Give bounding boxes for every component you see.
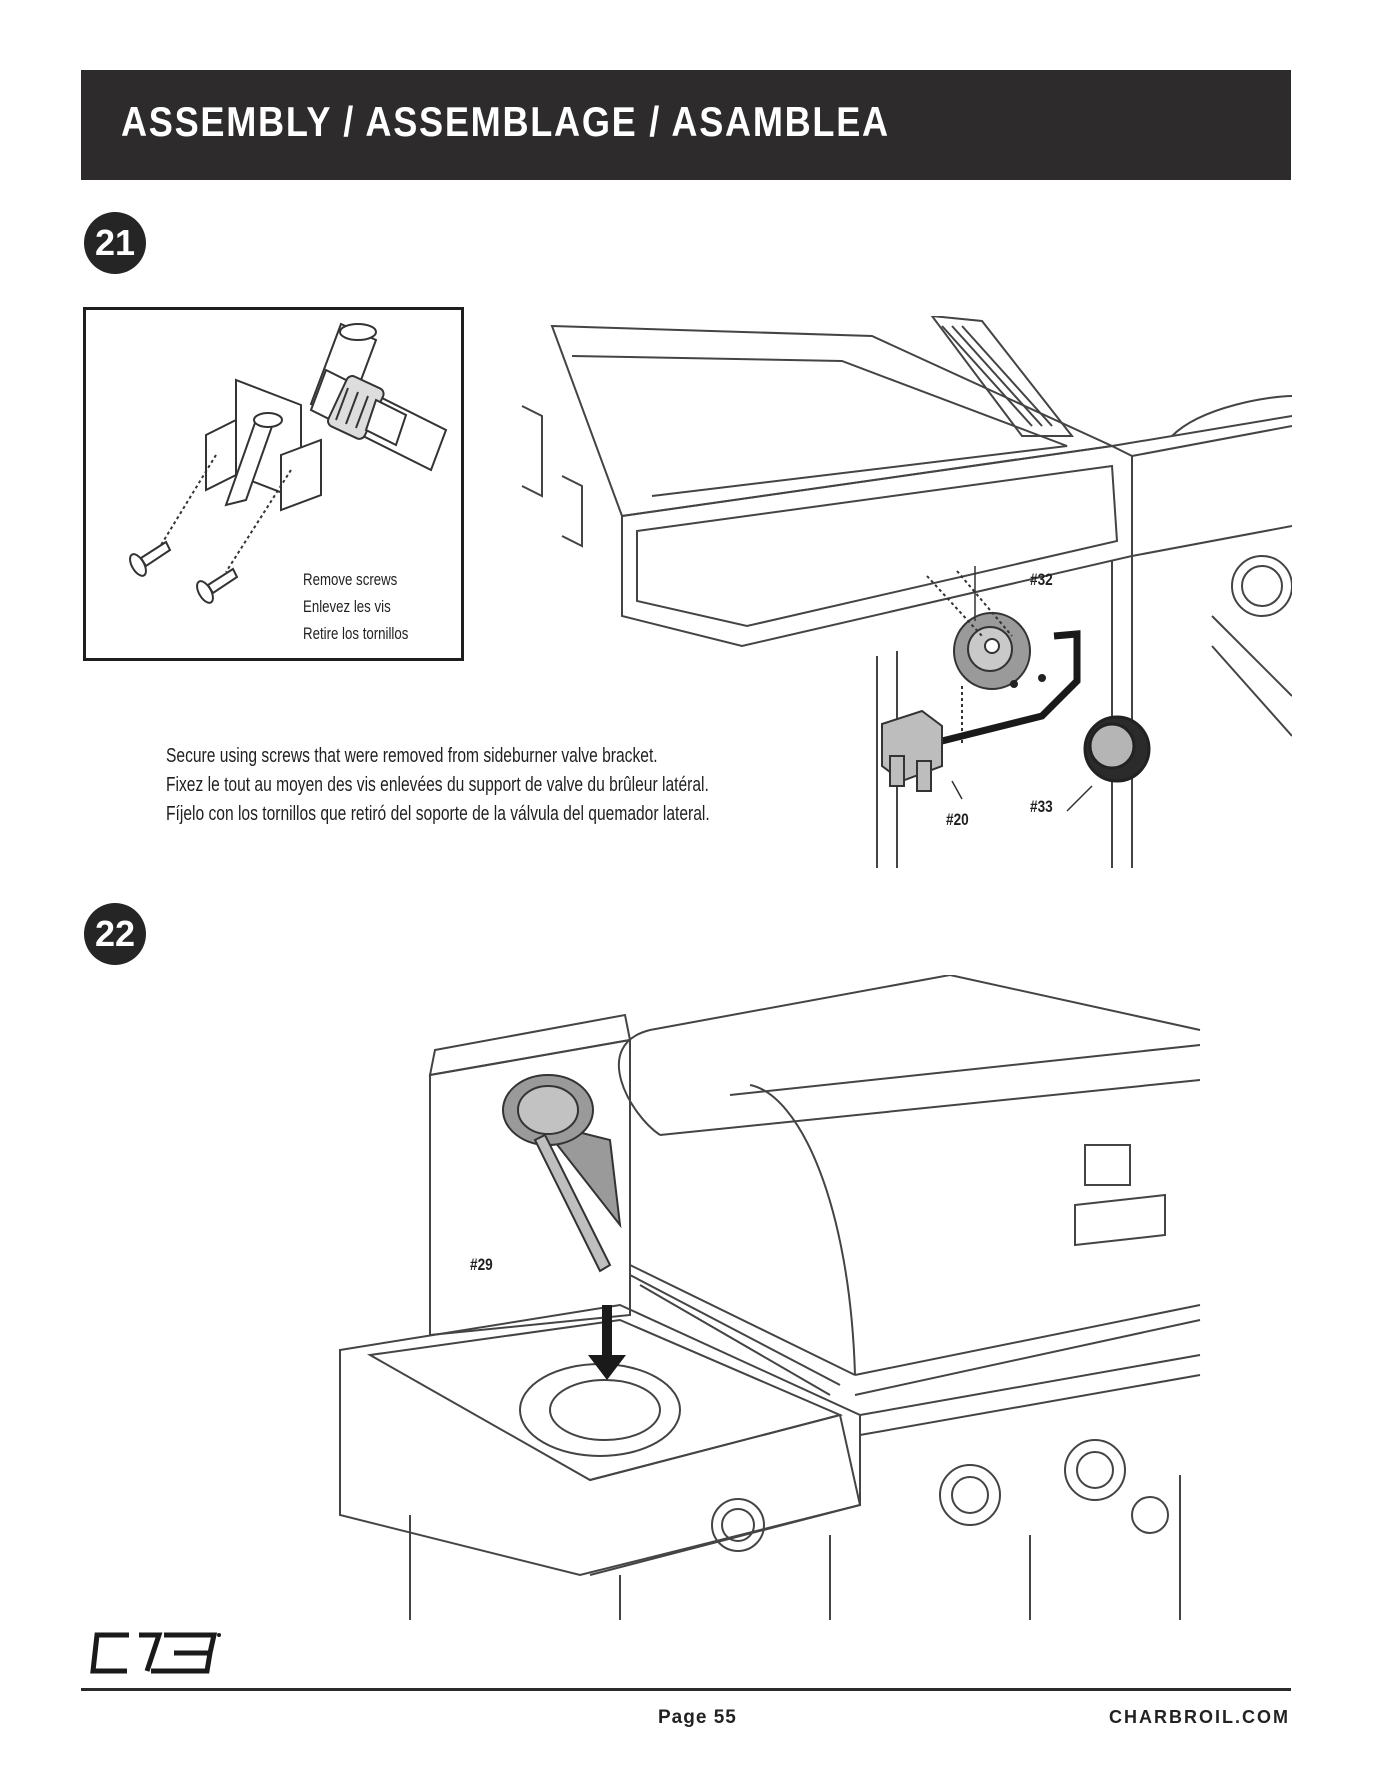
inset-caption-es: Retire los tornillos [303,624,409,643]
website-label: CHARBROIL.COM [1109,1707,1290,1727]
inset-detail-box: Remove screws Enlevez les vis Retire los… [83,307,464,661]
page-header: ASSEMBLY / ASSEMBLAGE / ASAMBLEA [81,70,1291,180]
callout-part-33: #33 [1030,797,1053,816]
page-title: ASSEMBLY / ASSEMBLAGE / ASAMBLEA [121,98,890,145]
instruction-fr: Fixez le tout au moyen des vis enlevées … [166,774,709,796]
char-broil-logo [90,1632,221,1674]
instruction-es: Fíjelo con los tornillos que retiró del … [166,803,710,825]
side-burner-cap-illustration [339,975,1201,1620]
step-21-instructions: Secure using screws that were removed fr… [166,742,710,829]
page-number: Page 55 [658,1707,737,1728]
valve-bracket-illustration [129,322,448,604]
step-number-badge: 22 [84,903,146,965]
inset-caption-en: Remove screws [303,570,398,589]
step-number-badge: 21 [84,212,146,274]
instruction-en: Secure using screws that were removed fr… [166,745,658,767]
footer-divider [81,1688,1291,1691]
callout-part-20: #20 [946,810,969,829]
inset-caption: Remove screws Enlevez les vis Retire los… [303,566,408,647]
side-burner-knob-illustration [521,316,1292,868]
callout-part-29: #29 [470,1255,493,1274]
inset-caption-fr: Enlevez les vis [303,597,391,616]
callout-part-32: #32 [1030,570,1053,589]
